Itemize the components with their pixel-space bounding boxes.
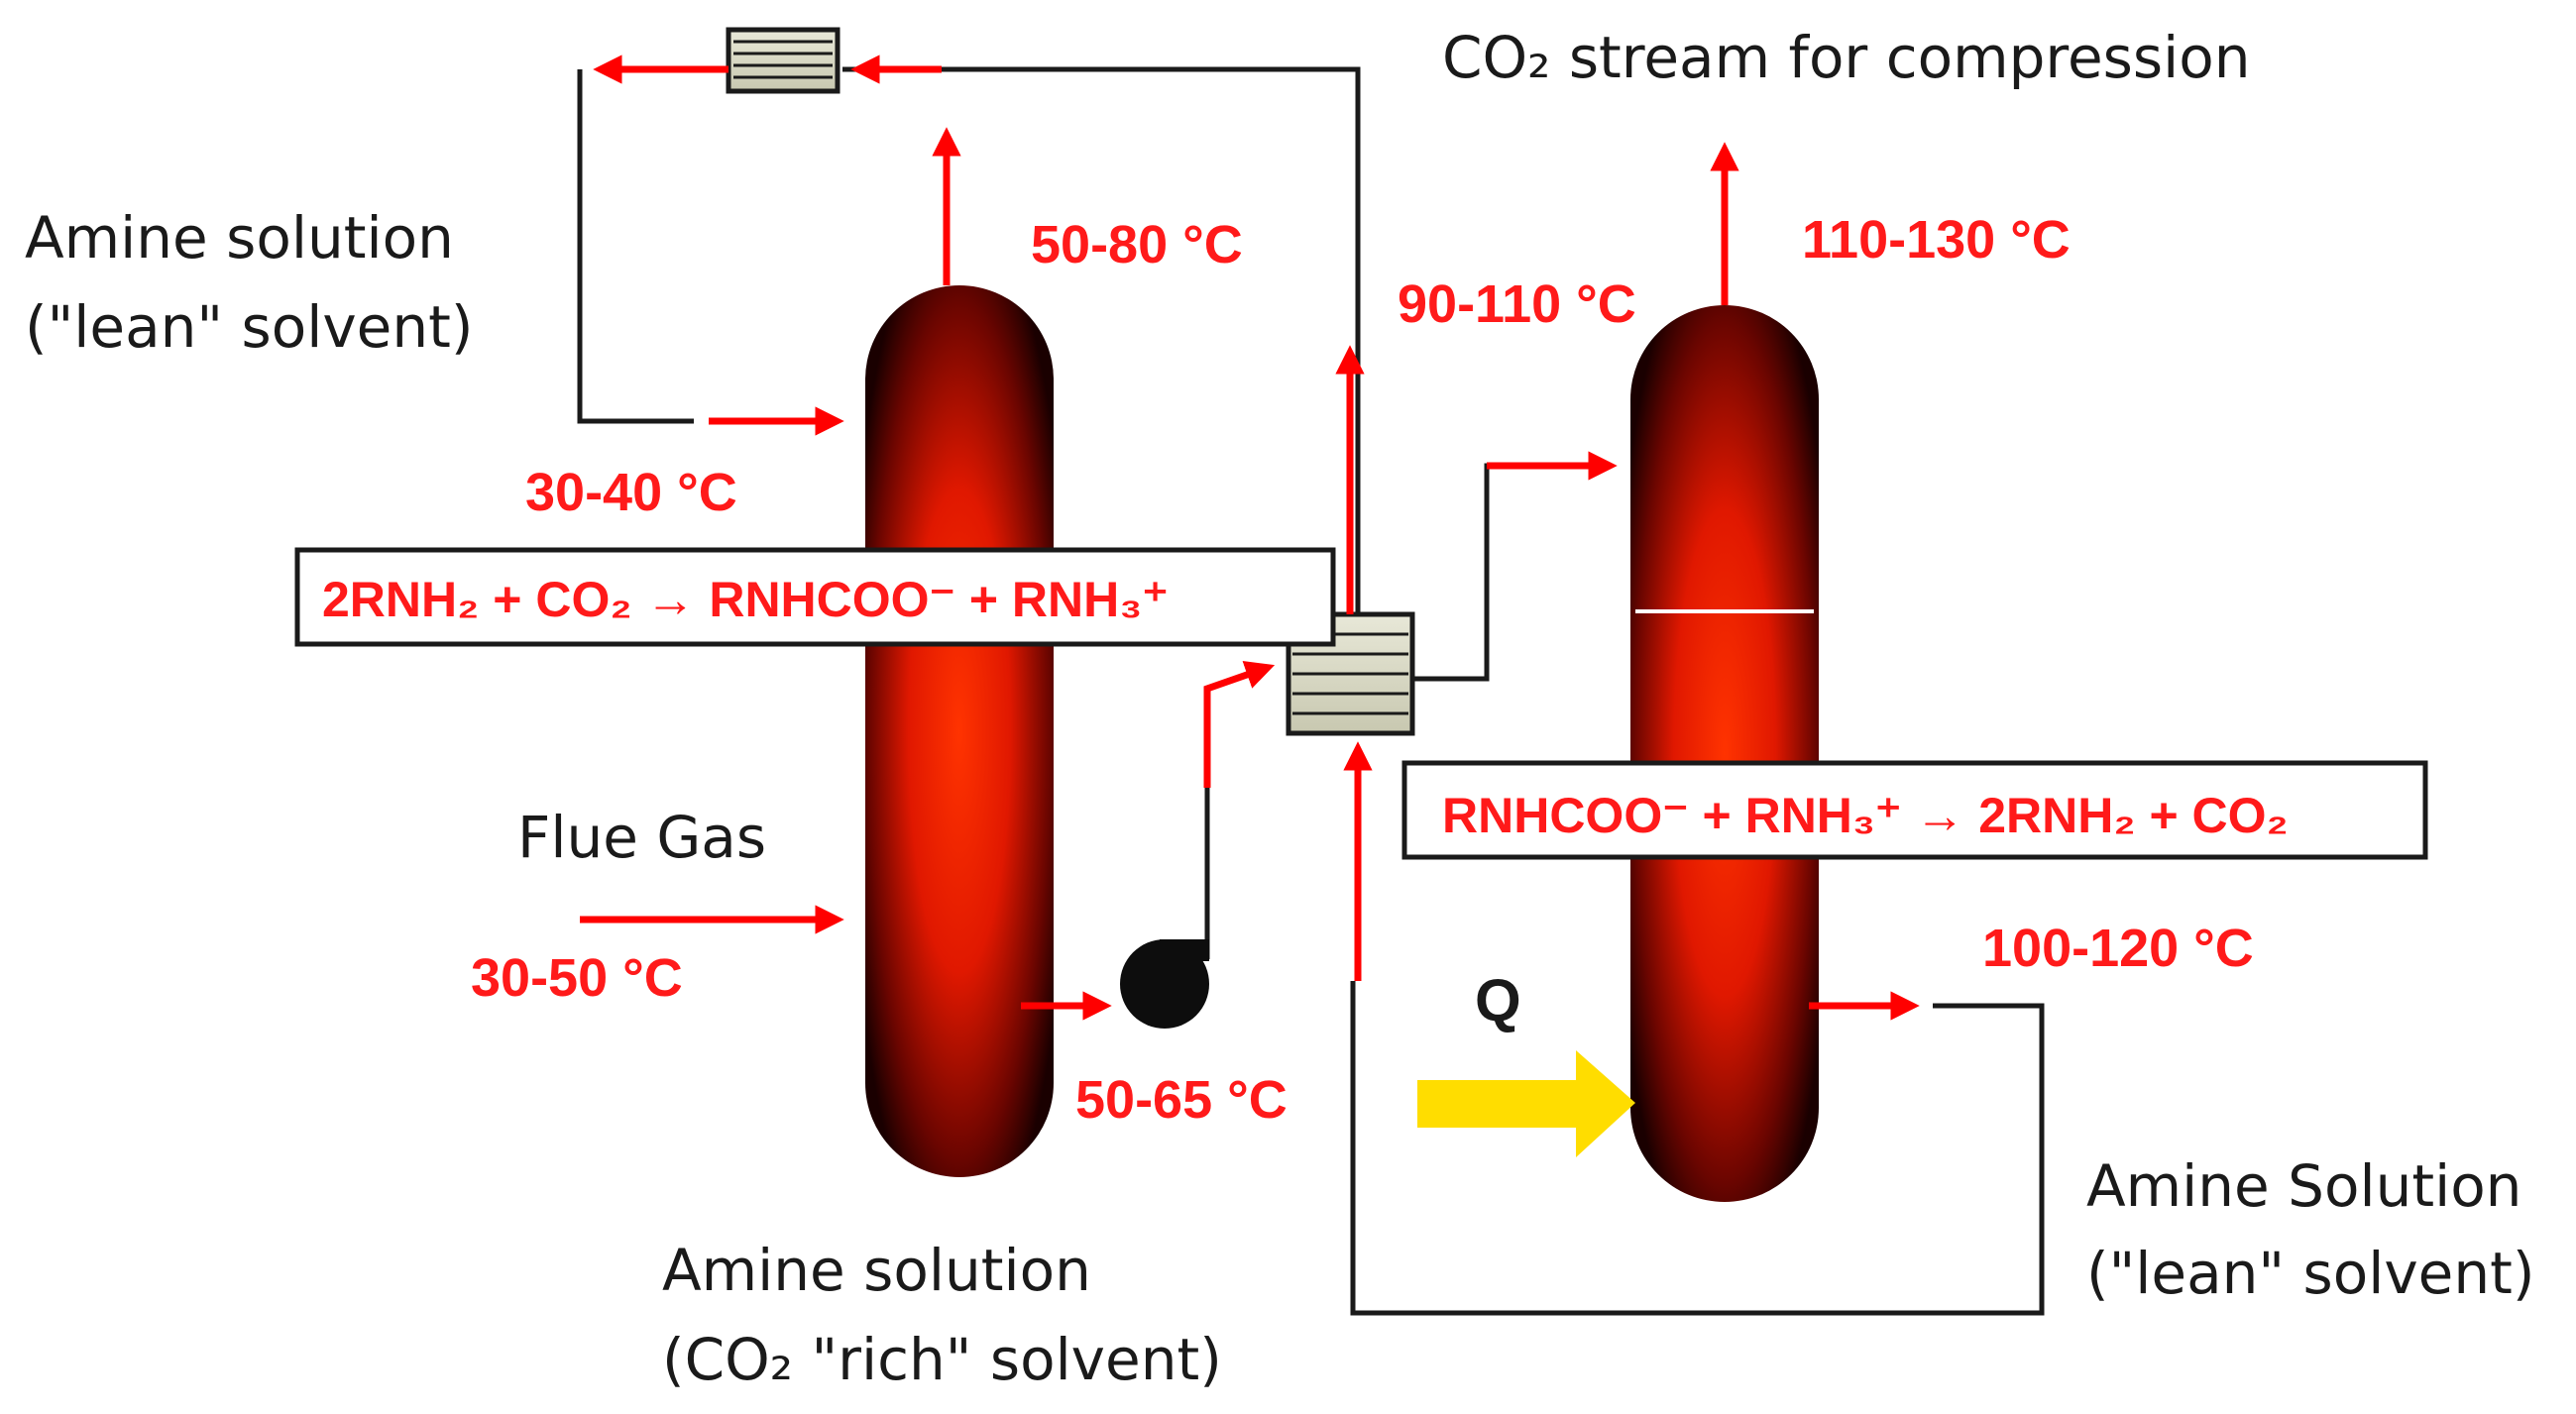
- absorber-column: [865, 285, 1054, 1177]
- flue-gas-label: Flue Gas: [517, 804, 766, 871]
- lean-top-label-line2: ("lean" solvent): [25, 293, 473, 361]
- absorption-equation-box: [294, 547, 1336, 647]
- arrow-rich-to-exchanger: [1203, 660, 1276, 788]
- temp-flue-gas-inlet: 30-50 °C: [471, 948, 683, 1008]
- lean-return-pipe-left: [577, 69, 694, 424]
- rich-solvent-pump: [1120, 939, 1209, 1029]
- temp-lean-inlet: 30-40 °C: [525, 463, 737, 522]
- desorption-equation: RNHCOO⁻ + RNH₃⁺ → 2RNH₂ + CO₂: [1442, 788, 2289, 843]
- temp-stripper-feed: 90-110 °C: [1398, 274, 1636, 334]
- lean-bottom-label-line2: ("lean" solvent): [2086, 1240, 2534, 1307]
- top-heat-exchanger: [726, 27, 840, 94]
- heat-q-label: Q: [1475, 967, 1521, 1033]
- rich-label-line1: Amine solution: [662, 1237, 1091, 1304]
- lean-return-pipe-top: [842, 66, 1361, 614]
- heat-input-arrow: [1417, 1050, 1635, 1157]
- rich-label-line2: (CO₂ "rich" solvent): [662, 1326, 1222, 1393]
- exchanger-to-stripper-pipe: [1412, 463, 1507, 682]
- absorption-equation: 2RNH₂ + CO₂ → RNHCOO⁻ + RNH₃⁺: [322, 572, 1169, 627]
- co2-stream-label: CO₂ stream for compression: [1442, 24, 2250, 91]
- desorption-equation-box: [1401, 760, 2428, 860]
- temp-stripper-bottom: 100-120 °C: [1982, 919, 2254, 978]
- lean-bottom-label-line1: Amine Solution: [2086, 1152, 2521, 1220]
- lean-bottom-return-pipe: [1350, 981, 2045, 1316]
- temp-rich-outlet: 50-65 °C: [1075, 1070, 1288, 1130]
- temp-absorber-top: 50-80 °C: [1031, 215, 1243, 274]
- lean-top-label-line1: Amine solution: [25, 204, 454, 272]
- temp-stripper-top: 110-130 °C: [1802, 210, 2071, 270]
- stripper-column: [1630, 305, 1819, 1202]
